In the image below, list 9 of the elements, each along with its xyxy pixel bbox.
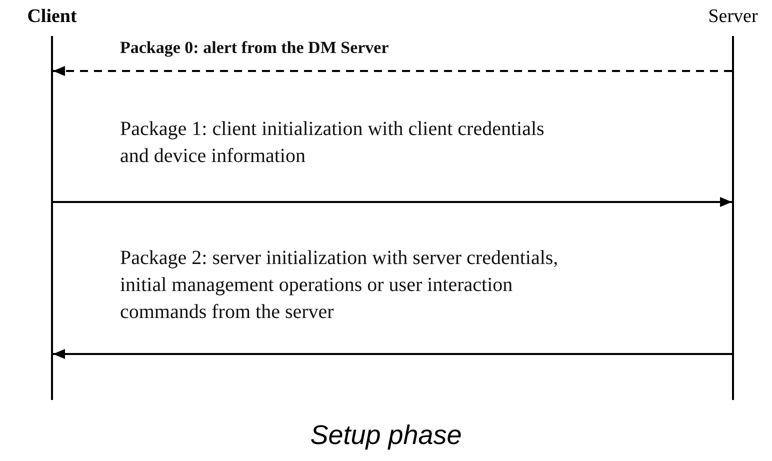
lifeline-label: Server xyxy=(707,6,759,28)
arrow xyxy=(53,66,732,76)
arrow xyxy=(53,349,732,359)
edge-label: Package 0: alert from the DM Server xyxy=(120,37,390,59)
caption: Setup phase xyxy=(309,420,463,451)
lifeline-label: Client xyxy=(26,6,78,28)
arrow xyxy=(53,197,732,207)
edge-label: Package 2: server initialization with server credentials, initial management operations or user interaction commands from the server xyxy=(120,246,560,325)
edge-label: Package 1: client initialization with client credentials and device information xyxy=(120,117,546,169)
